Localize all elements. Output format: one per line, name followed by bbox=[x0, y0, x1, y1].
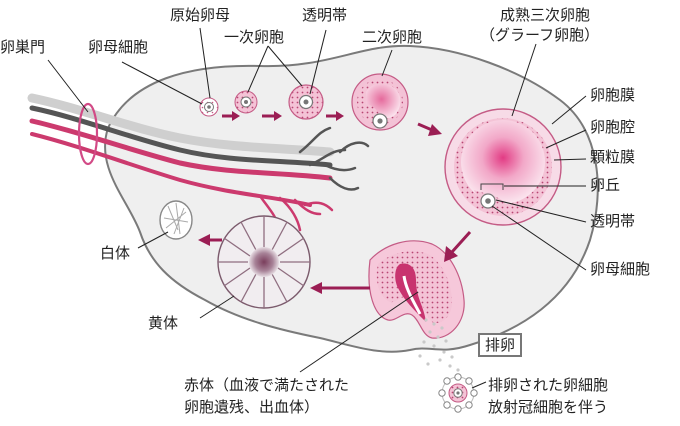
label-ovulated-line1: 排卵された卵細胞 bbox=[488, 376, 609, 394]
label-albicans: 白体 bbox=[100, 244, 131, 262]
label-ovulated-line2: 放射冠細胞を伴う bbox=[488, 398, 609, 416]
label-primary: 一次卵胞 bbox=[224, 28, 285, 46]
label-antrum: 卵胞腔 bbox=[590, 118, 636, 136]
primary-follicle-small bbox=[234, 90, 258, 114]
secondary-follicle bbox=[351, 73, 409, 131]
primary-follicle bbox=[288, 84, 324, 120]
label-theca: 卵胞膜 bbox=[590, 86, 636, 104]
label-zona-right: 透明帯 bbox=[590, 212, 636, 230]
label-hilum: 卵巣門 bbox=[0, 38, 46, 56]
label-granulosa: 顆粒膜 bbox=[590, 148, 636, 166]
corpus-rubrum bbox=[368, 240, 465, 339]
label-zona-top: 透明帯 bbox=[302, 6, 348, 24]
label-luteum: 黄体 bbox=[148, 314, 179, 332]
ovulation-discharge bbox=[418, 318, 460, 372]
label-cumulus: 卵丘 bbox=[590, 176, 621, 194]
label-rubrum-line1: 赤体（血液で満たされた bbox=[184, 376, 350, 394]
label-rubrum-line2: 卵胞遺残、出血体） bbox=[184, 398, 320, 416]
primordial-follicle bbox=[199, 97, 219, 117]
progression-arrows bbox=[198, 111, 472, 294]
leader-lines bbox=[47, 27, 587, 389]
mature-follicle bbox=[444, 108, 562, 226]
label-primordial: 原始卵母 bbox=[170, 6, 231, 24]
label-mature-line1: 成熟三次卵胞 bbox=[500, 6, 591, 24]
label-mature-line2: （グラーフ卵胞） bbox=[480, 26, 600, 44]
corpus-luteum bbox=[217, 215, 311, 309]
label-oocyte-top: 卵母細胞 bbox=[88, 38, 149, 56]
ovulated-oocyte bbox=[438, 373, 478, 413]
label-secondary: 二次卵胞 bbox=[362, 28, 423, 46]
hilum-vessels bbox=[27, 93, 370, 232]
corpus-albicans bbox=[159, 200, 193, 240]
label-oocyte-right: 卵母細胞 bbox=[590, 260, 651, 278]
hilum-ring bbox=[77, 102, 99, 166]
label-ovulation: 排卵 bbox=[478, 333, 523, 357]
